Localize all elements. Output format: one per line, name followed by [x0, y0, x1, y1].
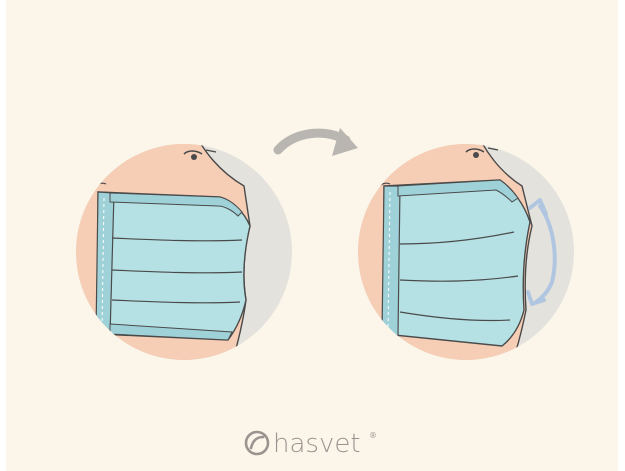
svg-text:®: ®: [369, 431, 377, 440]
brand-wordmark: hasvet ®: [273, 428, 381, 458]
brand-logo: hasvet ® hasvet: [6, 427, 618, 459]
illustration-canvas: hasvet ® hasvet: [6, 0, 618, 471]
mask-fitting-illustration: [6, 0, 618, 471]
brand-mark-icon: [244, 430, 270, 456]
curved-arrow-icon: [278, 128, 358, 156]
mask: [98, 192, 250, 340]
svg-text:hasvet: hasvet: [273, 429, 361, 458]
before-panel: [66, 130, 292, 380]
after-panel: [348, 130, 574, 380]
mask: [384, 180, 530, 346]
